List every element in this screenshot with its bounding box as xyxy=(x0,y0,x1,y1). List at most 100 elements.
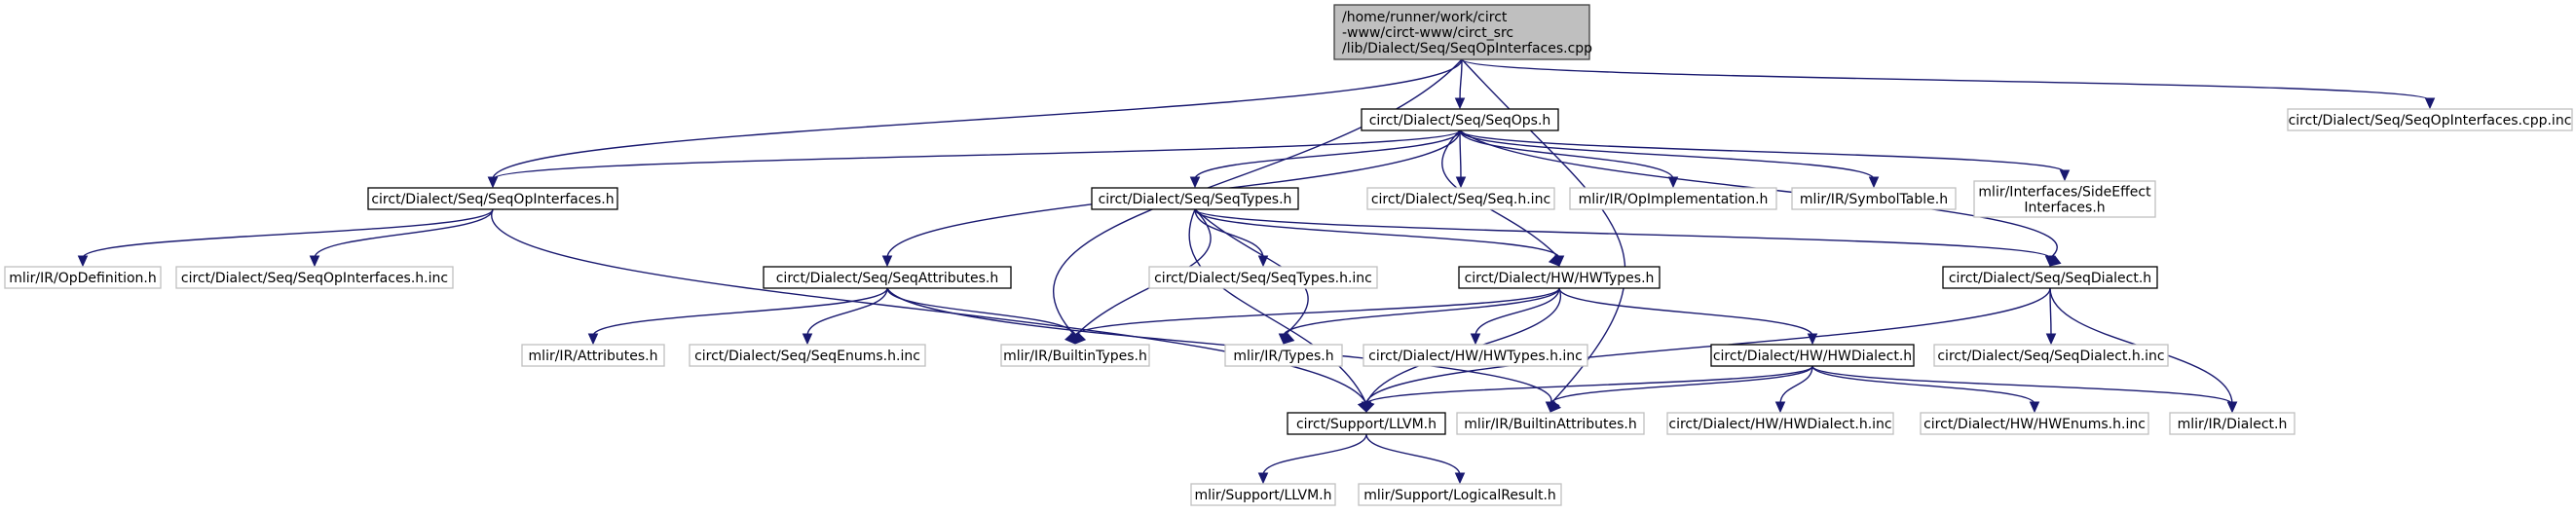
node-seqopinterfaces_cpp_inc[interactable]: circt/Dialect/Seq/SeqOpInterfaces.cpp.in… xyxy=(2287,108,2573,131)
edge-hwdialect_h-to-builtinattributes xyxy=(1545,365,1813,414)
edge-line xyxy=(1365,287,2051,405)
node-label: circt/Dialect/Seq/SeqOpInterfaces.h.inc xyxy=(181,271,448,286)
node-mlir_support_llvm[interactable]: mlir/Support/LLVM.h xyxy=(1190,483,1336,506)
edge-line xyxy=(82,208,494,259)
arrow-head xyxy=(487,176,499,189)
arrow-head xyxy=(1774,401,1786,414)
edge-seqopinterfaces_h-to-opdefinition xyxy=(77,208,494,268)
node-seqtypes_h[interactable]: circt/Dialect/Seq/SeqTypes.h xyxy=(1091,187,1299,210)
edge-seqops-to-opimplementation xyxy=(1459,129,1679,189)
node-label: mlir/Support/LLVM.h xyxy=(1195,488,1332,503)
node-seqopinterfaces_h_inc[interactable]: circt/Dialect/Seq/SeqOpInterfaces.h.inc xyxy=(175,266,454,289)
node-label: mlir/IR/Types.h xyxy=(1233,349,1333,364)
node-label: circt/Dialect/Seq/SeqTypes.h xyxy=(1099,192,1292,207)
edge-seqattributes_h-to-builtintypes xyxy=(886,287,1081,346)
edge-line xyxy=(1365,365,1813,405)
node-box xyxy=(1933,344,2169,367)
node-box xyxy=(763,266,1012,289)
node-box xyxy=(1666,412,1894,435)
edge-seqops-to-sideeffect xyxy=(1459,129,2071,182)
arrow-head xyxy=(1470,333,1481,346)
node-box xyxy=(689,344,926,367)
edge-line xyxy=(1459,129,1875,180)
edge-hwtypes_h-to-builtintypes xyxy=(1069,287,1560,346)
node-seqdialect_h_inc[interactable]: circt/Dialect/Seq/SeqDialect.h.inc xyxy=(1933,344,2169,367)
node-seqenums_h_inc[interactable]: circt/Dialect/Seq/SeqEnums.h.inc xyxy=(689,344,926,367)
arrow-head xyxy=(2226,401,2238,414)
arrow-head xyxy=(2059,169,2071,182)
node-label: mlir/IR/OpImplementation.h xyxy=(1579,192,1769,207)
node-label: circt/Dialect/HW/HWDialect.h xyxy=(1713,349,1912,364)
arrow-head xyxy=(1257,472,1269,485)
node-logicalresult[interactable]: mlir/Support/LogicalResult.h xyxy=(1358,483,1562,506)
node-mlir_dialect[interactable]: mlir/IR/Dialect.h xyxy=(2169,412,2296,435)
edge-hwdialect_h-to-hwenums_h_inc xyxy=(1811,365,2040,414)
node-label: circt/Dialect/Seq/SeqAttributes.h xyxy=(776,271,999,286)
arrow-head xyxy=(1454,97,1466,110)
node-builtintypes[interactable]: mlir/IR/BuiltinTypes.h xyxy=(1000,344,1150,367)
node-box xyxy=(1569,187,1777,210)
node-opimplementation[interactable]: mlir/IR/OpImplementation.h xyxy=(1569,187,1777,210)
edge-line xyxy=(1194,208,1264,259)
edge-root-to-seqopinterfaces_cpp_inc xyxy=(1461,58,2436,110)
node-seqopinterfaces_h[interactable]: circt/Dialect/Seq/SeqOpInterfaces.h xyxy=(367,187,618,210)
edge-line xyxy=(1194,208,2051,259)
node-label: circt/Dialect/Seq/Seq.h.inc xyxy=(1371,192,1550,207)
node-seq_h_inc[interactable]: circt/Dialect/Seq/Seq.h.inc xyxy=(1366,187,1555,210)
node-box xyxy=(1190,483,1336,506)
edge-line xyxy=(1188,208,1367,405)
arrow-head xyxy=(1069,333,1081,346)
arrow-head xyxy=(77,255,89,268)
node-box xyxy=(1456,412,1645,435)
node-attributes[interactable]: mlir/IR/Attributes.h xyxy=(521,344,665,367)
edge-seqattributes_h-to-attributes xyxy=(587,287,888,346)
edge-line xyxy=(1283,287,1560,337)
node-label: circt/Dialect/Seq/SeqDialect.h.inc xyxy=(1937,349,2164,364)
node-support_llvm[interactable]: circt/Support/LLVM.h xyxy=(1287,412,1446,435)
edge-line xyxy=(491,208,1367,405)
node-box xyxy=(1920,412,2149,435)
node-label: -www/circt-www/circt_src xyxy=(1342,25,1513,41)
edge-line xyxy=(886,287,1076,337)
edge-line xyxy=(1459,129,1674,180)
node-builtinattributes[interactable]: mlir/IR/BuiltinAttributes.h xyxy=(1456,412,1645,435)
node-symboltable[interactable]: mlir/IR/SymbolTable.h xyxy=(1791,187,1957,210)
node-types[interactable]: mlir/IR/Types.h xyxy=(1224,344,1343,367)
node-seqops[interactable]: circt/Dialect/Seq/SeqOps.h xyxy=(1361,108,1559,131)
node-box xyxy=(1224,344,1343,367)
edge-line xyxy=(1549,365,1813,405)
node-label: circt/Dialect/Seq/SeqOpInterfaces.h xyxy=(371,192,614,207)
node-hwtypes_h_inc[interactable]: circt/Dialect/HW/HWTypes.h.inc xyxy=(1363,344,1588,367)
node-box xyxy=(1791,187,1957,210)
node-box xyxy=(1091,187,1299,210)
edge-seqtypes_h-to-support_llvm xyxy=(1188,208,1367,414)
node-hwtypes_h[interactable]: circt/Dialect/HW/HWTypes.h xyxy=(1458,266,1661,289)
node-box xyxy=(1000,344,1150,367)
edge-hwtypes_h-to-types xyxy=(1278,287,1560,346)
node-hwdialect_h_inc[interactable]: circt/Dialect/HW/HWDialect.h.inc xyxy=(1666,412,1894,435)
node-label: circt/Support/LLVM.h xyxy=(1296,417,1437,432)
node-box xyxy=(2287,108,2573,131)
node-label: mlir/IR/Dialect.h xyxy=(2178,417,2288,432)
node-seqtypes_h_inc[interactable]: circt/Dialect/Seq/SeqTypes.h.inc xyxy=(1148,266,1378,289)
node-label: Interfaces.h xyxy=(2024,201,2105,216)
node-seqdialect_h[interactable]: circt/Dialect/Seq/SeqDialect.h xyxy=(1942,266,2158,289)
node-label: mlir/IR/BuiltinTypes.h xyxy=(1003,349,1147,364)
edge-layer xyxy=(77,58,2436,485)
edge-line xyxy=(806,287,888,337)
edge-seqops-to-seqtypes_h xyxy=(1189,129,1461,189)
edge-seqtypes_h-to-hwtypes_h xyxy=(1194,208,1565,268)
node-opdefinition[interactable]: mlir/IR/OpDefinition.h xyxy=(4,266,162,289)
node-hwenums_h_inc[interactable]: circt/Dialect/HW/HWEnums.h.inc xyxy=(1920,412,2149,435)
node-box xyxy=(1458,266,1661,289)
arrow-head xyxy=(309,255,320,268)
node-hwdialect_h[interactable]: circt/Dialect/HW/HWDialect.h xyxy=(1710,344,1915,367)
node-label: mlir/IR/OpDefinition.h xyxy=(9,271,156,286)
edge-seqopinterfaces_h-to-seqopinterfaces_h_inc xyxy=(309,208,494,268)
node-seqattributes_h[interactable]: circt/Dialect/Seq/SeqAttributes.h xyxy=(763,266,1012,289)
node-box xyxy=(1710,344,1915,367)
arrow-head xyxy=(587,333,599,346)
edge-hwdialect_h-to-support_llvm xyxy=(1361,365,1813,414)
